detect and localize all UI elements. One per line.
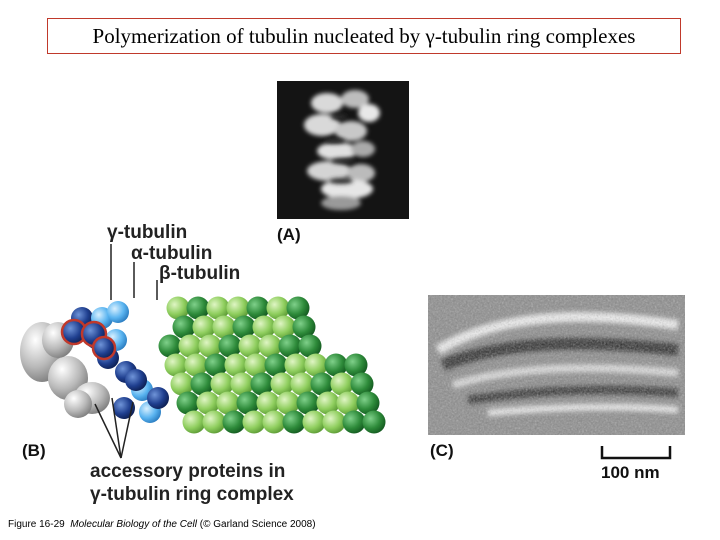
scale-bar-label: 100 nm <box>601 463 660 482</box>
alpha-tubulin-subunit <box>316 391 340 415</box>
alpha-tubulin-subunit <box>182 410 206 434</box>
alpha-tubulin-subunit <box>322 410 346 434</box>
alpha-tubulin-label: α-tubulin <box>131 243 213 264</box>
alpha-tubulin-subunit <box>230 372 254 396</box>
alpha-tubulin-subunit <box>266 296 290 320</box>
alpha-tubulin-subunit <box>206 296 230 320</box>
beta-tubulin-subunit <box>186 296 210 320</box>
beta-tubulin-subunit <box>286 296 310 320</box>
accessory-pointer <box>94 403 122 459</box>
accessory-pointer <box>111 397 122 459</box>
alpha-tubulin-subunit <box>272 315 296 339</box>
panel-a-label: (A) <box>277 225 301 244</box>
gamma-tubulin-subunit <box>125 369 147 391</box>
beta-tubulin-subunit <box>204 353 228 377</box>
gamma-tubulin-label: γ-tubulin <box>107 222 188 243</box>
alpha-tubulin-subunit <box>178 334 202 358</box>
alpha-tubulin-subunit <box>216 391 240 415</box>
alpha-tubulin-subunit <box>238 334 262 358</box>
beta-tubulin-subunit <box>246 296 270 320</box>
beta-tubulin-subunit <box>232 315 256 339</box>
beta-tubulin-subunit <box>278 334 302 358</box>
caption-prefix: Figure 16-29 <box>8 519 65 530</box>
beta-tubulin-subunit <box>236 391 260 415</box>
beta-tubulin-subunit <box>176 391 200 415</box>
alpha-tubulin-subunit <box>244 353 268 377</box>
figure-caption: Figure 16-29 Molecular Biology of the Ce… <box>8 519 316 530</box>
panel-c-label: (C) <box>430 441 454 460</box>
beta-tubulin-subunit <box>190 372 214 396</box>
alpha-tubulin-subunit <box>330 372 354 396</box>
micrograph-a <box>277 81 409 219</box>
alpha-tubulin-subunit <box>184 353 208 377</box>
tubulin-lattice <box>60 296 386 434</box>
alpha-tubulin-subunit <box>256 391 280 415</box>
beta-tubulin-subunit <box>218 334 242 358</box>
accessory-pointer <box>120 401 134 459</box>
pointer-lines <box>94 244 158 459</box>
beta-tubulin-subunit <box>222 410 246 434</box>
caption-book-title: Molecular Biology of the Cell <box>70 519 197 530</box>
beta-tubulin-subunit <box>250 372 274 396</box>
alpha-tubulin-subunit <box>196 391 220 415</box>
beta-tubulin-subunit <box>324 353 348 377</box>
beta-tubulin-subunit <box>296 391 320 415</box>
beta-tubulin-subunit <box>310 372 334 396</box>
accessory-protein-blob <box>64 390 92 418</box>
alpha-tubulin-subunit <box>212 315 236 339</box>
alpha-tubulin-subunit <box>336 391 360 415</box>
accessory-label-line1: accessory proteins in <box>90 461 286 482</box>
alpha-tubulin-subunit <box>304 353 328 377</box>
alpha-tubulin-subunit <box>226 296 250 320</box>
alpha-tubulin-subunit <box>270 372 294 396</box>
gamma-tubulin-subunit <box>113 397 135 419</box>
alpha-tubulin-subunit <box>284 353 308 377</box>
beta-tubulin-subunit <box>292 315 316 339</box>
alpha-tubulin-subunit <box>262 410 286 434</box>
beta-tubulin-subunit <box>264 353 288 377</box>
alpha-tubulin-subunit <box>198 334 222 358</box>
alpha-tubulin-subunit <box>258 334 282 358</box>
slide-title: Polymerization of tubulin nucleated by γ… <box>47 18 681 54</box>
alpha-tubulin-subunit <box>242 410 266 434</box>
beta-tubulin-subunit <box>172 315 196 339</box>
micrograph-c <box>428 295 685 435</box>
beta-tubulin-subunit <box>362 410 386 434</box>
beta-tubulin-subunit <box>344 353 368 377</box>
beta-tubulin-subunit <box>350 372 374 396</box>
alpha-tubulin-subunit <box>166 296 190 320</box>
alpha-tubulin-subunit <box>210 372 234 396</box>
beta-tubulin-label: β-tubulin <box>159 263 241 284</box>
beta-tubulin-subunit <box>342 410 366 434</box>
alpha-tubulin-subunit <box>202 410 226 434</box>
alpha-tubulin-subunit <box>290 372 314 396</box>
gamma-tubulin-subunit <box>107 301 129 323</box>
alpha-tubulin-subunit <box>164 353 188 377</box>
alpha-tubulin-subunit <box>252 315 276 339</box>
gamma-tubulin-subunit <box>147 387 169 409</box>
accessory-label-line2: γ-tubulin ring complex <box>90 484 294 505</box>
caption-credit: (© Garland Science 2008) <box>199 519 316 530</box>
alpha-tubulin-subunit <box>170 372 194 396</box>
alpha-tubulin-subunit <box>276 391 300 415</box>
beta-tubulin-subunit <box>282 410 306 434</box>
alpha-tubulin-subunit <box>302 410 326 434</box>
highlighted-gamma-tubulin <box>91 335 117 361</box>
alpha-tubulin-subunit <box>192 315 216 339</box>
beta-tubulin-subunit <box>298 334 322 358</box>
panel-b-label: (B) <box>22 441 46 460</box>
beta-tubulin-subunit <box>158 334 182 358</box>
alpha-tubulin-subunit <box>224 353 248 377</box>
beta-tubulin-subunit <box>356 391 380 415</box>
